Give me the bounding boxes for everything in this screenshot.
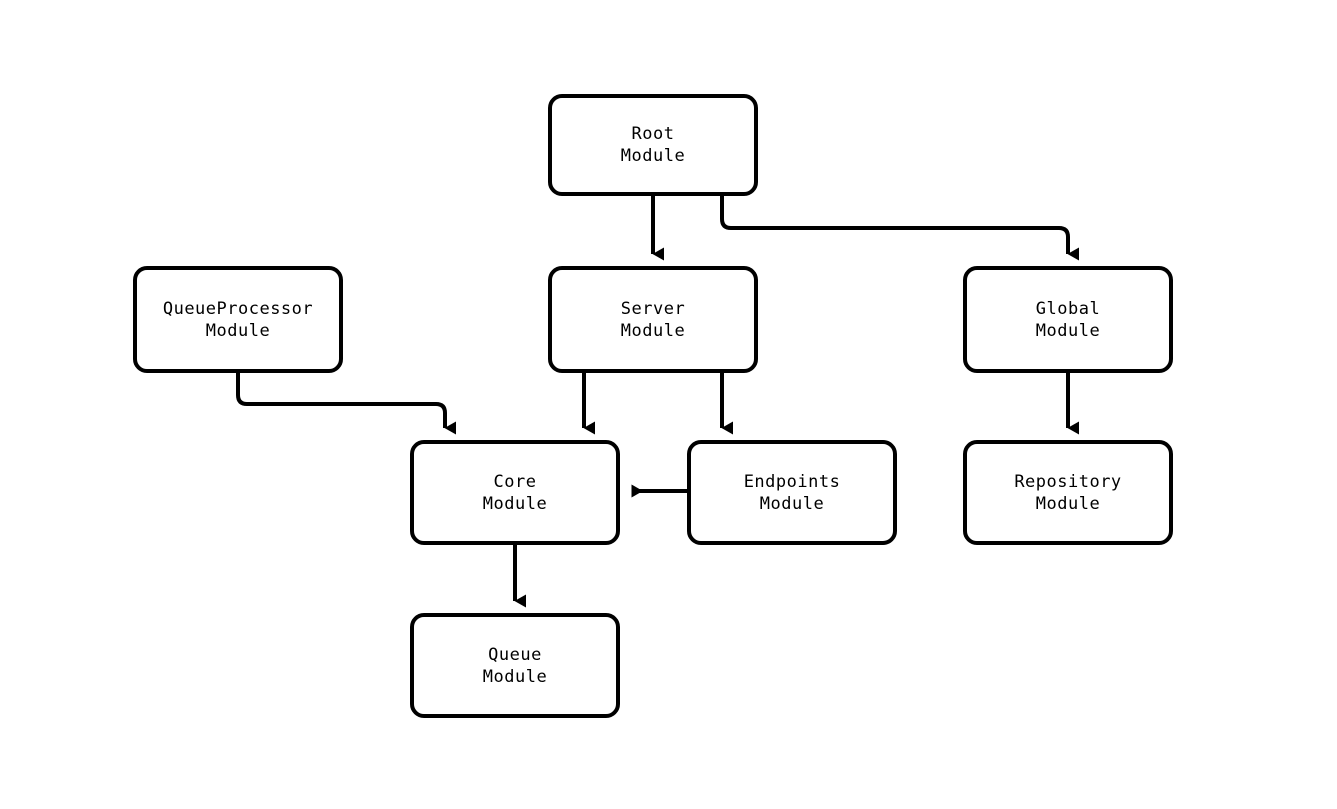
node-endpoints-module-line1: Endpoints [743, 471, 841, 492]
node-repository-module-line1: Repository [1014, 471, 1122, 492]
node-server-module[interactable]: Server Module [548, 266, 758, 373]
node-repository-module[interactable]: Repository Module [963, 440, 1173, 545]
node-endpoints-module-line2: Module [759, 493, 825, 514]
node-core-module-line1: Core [493, 471, 537, 492]
node-repository-module-line2: Module [1035, 493, 1101, 514]
node-core-module[interactable]: Core Module [410, 440, 620, 545]
edge-root-to-global [720, 196, 1079, 261]
node-server-module-line1: Server [620, 298, 686, 319]
node-core-module-line2: Module [482, 493, 548, 514]
node-endpoints-module[interactable]: Endpoints Module [687, 440, 897, 545]
node-root-module[interactable]: Root Module [548, 94, 758, 196]
node-queue-module-line1: Queue [488, 644, 542, 665]
node-queueprocessor-module[interactable]: QueueProcessor Module [133, 266, 343, 373]
node-root-module-line2: Module [620, 146, 686, 166]
node-server-module-line2: Module [620, 320, 686, 341]
node-queue-module[interactable]: Queue Module [410, 613, 620, 718]
node-queue-module-line2: Module [482, 666, 548, 687]
edge-queueprocessor-to-core [236, 373, 456, 435]
node-global-module[interactable]: Global Module [963, 266, 1173, 373]
node-root-module-line1: Root [631, 124, 675, 144]
node-global-module-line2: Module [1035, 320, 1101, 341]
node-queueprocessor-module-line2: Module [205, 320, 271, 341]
node-global-module-line1: Global [1035, 298, 1101, 319]
node-queueprocessor-module-line1: QueueProcessor [162, 298, 314, 319]
